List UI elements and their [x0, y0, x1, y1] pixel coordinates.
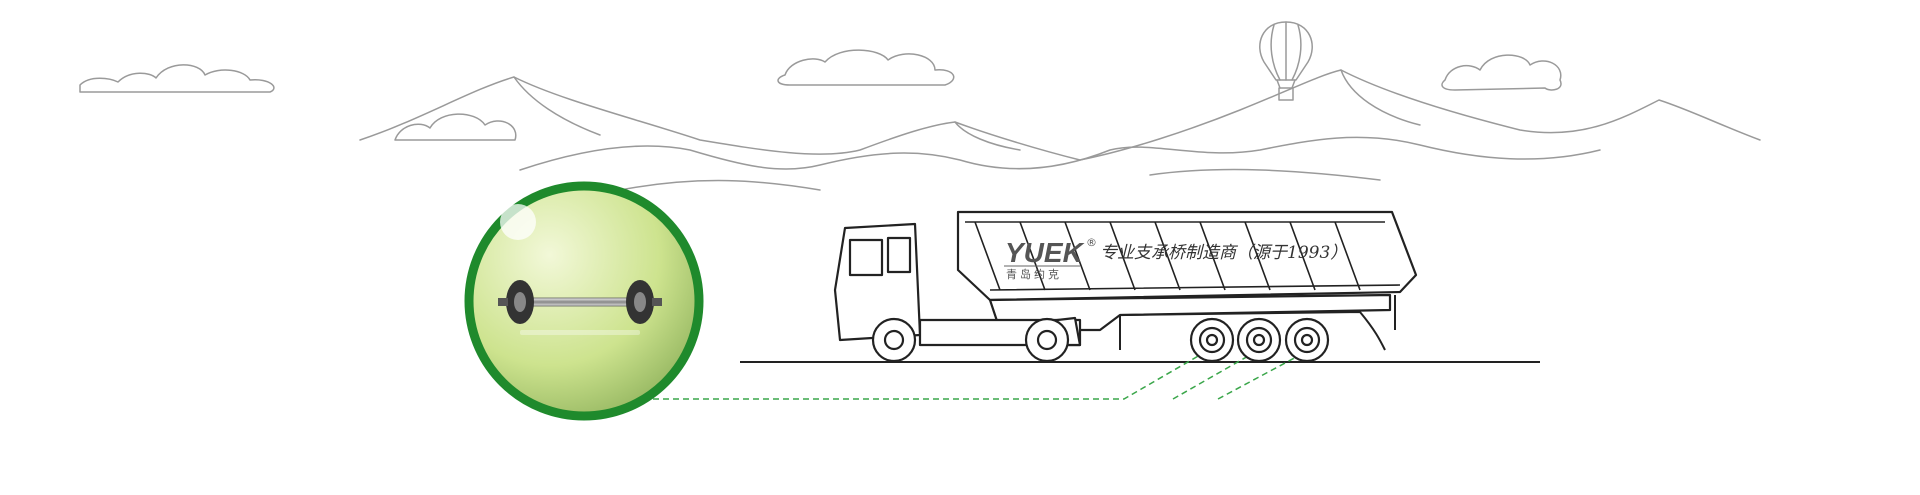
slogan: 专业支承桥制造商（源于1993）: [1100, 243, 1347, 263]
truck-illustration: YUEK ® 青岛约克 专业支承桥制造商（源于1993）: [833, 210, 1418, 363]
brand-logo: YUEK: [1005, 237, 1085, 268]
clouds: [79, 49, 1562, 141]
hot-air-balloon: [1259, 21, 1313, 101]
connector-lines: [653, 354, 1301, 400]
mountains: [359, 69, 1761, 191]
wheels: [871, 317, 1330, 363]
registered-mark: ®: [1086, 236, 1097, 249]
brand-logo-sub: 青岛约克: [1006, 267, 1062, 281]
product-circle: [464, 181, 704, 421]
axle-product-image: [498, 280, 662, 335]
